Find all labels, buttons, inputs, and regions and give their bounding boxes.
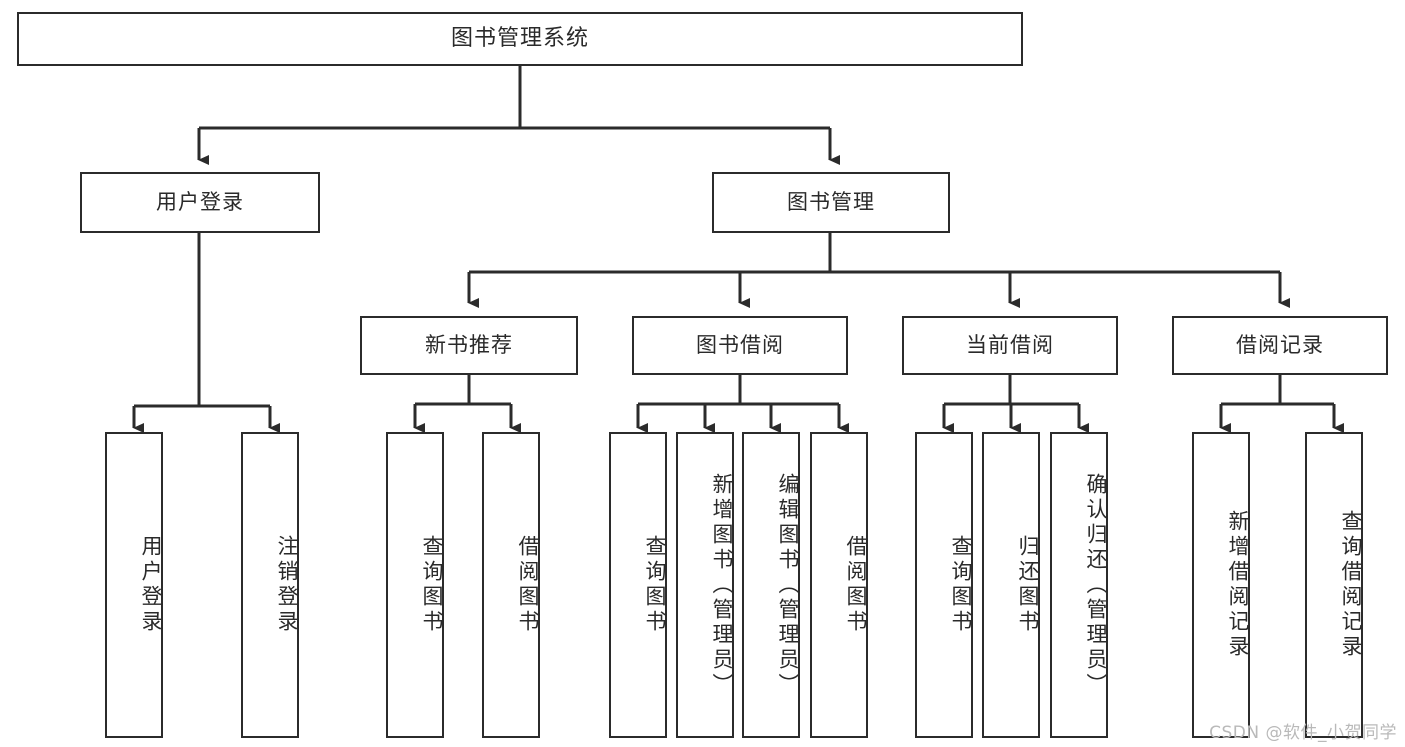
node-label: 图书借阅 [696, 332, 784, 357]
leaf-query-book-current[interactable]: 查询图书 [915, 432, 973, 738]
node-label: 新增图书（管理员） [710, 472, 734, 698]
leaf-borrow-book-newbook[interactable]: 借阅图书 [482, 432, 540, 738]
leaf-confirm-return-admin[interactable]: 确认归还（管理员） [1050, 432, 1108, 738]
leaf-return-book[interactable]: 归还图书 [982, 432, 1040, 738]
node-borrow-records[interactable]: 借阅记录 [1172, 316, 1388, 375]
node-label: 图书管理系统 [450, 25, 589, 51]
node-root-system[interactable]: 图书管理系统 [17, 12, 1023, 66]
node-label: 查询借阅记录 [1339, 510, 1363, 660]
node-book-borrow[interactable]: 图书借阅 [632, 316, 848, 375]
node-current-borrow[interactable]: 当前借阅 [902, 316, 1118, 375]
node-label: 确认归还（管理员） [1084, 472, 1108, 698]
leaf-query-book-newbook[interactable]: 查询图书 [386, 432, 444, 738]
node-label: 借阅图书 [844, 535, 868, 635]
node-new-book-recommend[interactable]: 新书推荐 [360, 316, 578, 375]
node-label: 注销登录 [275, 535, 299, 635]
node-label: 新增借阅记录 [1226, 510, 1250, 660]
leaf-edit-book-admin[interactable]: 编辑图书（管理员） [742, 432, 800, 738]
node-book-management[interactable]: 图书管理 [712, 172, 950, 233]
leaf-borrow-book[interactable]: 借阅图书 [810, 432, 868, 738]
node-label: 借阅图书 [516, 535, 540, 635]
node-user-login[interactable]: 用户登录 [80, 172, 320, 233]
node-label: 归还图书 [1016, 535, 1040, 635]
leaf-add-borrow-record[interactable]: 新增借阅记录 [1192, 432, 1250, 738]
node-label: 编辑图书（管理员） [776, 472, 800, 698]
node-label: 当前借阅 [966, 332, 1054, 357]
node-label: 借阅记录 [1236, 332, 1324, 357]
leaf-logout-login[interactable]: 注销登录 [241, 432, 299, 738]
node-label: 查询图书 [949, 535, 973, 635]
node-label: 新书推荐 [425, 332, 513, 357]
csdn-watermark: CSDN @软件_小贺同学 [1209, 723, 1397, 743]
leaf-user-login[interactable]: 用户登录 [105, 432, 163, 738]
node-label: 用户登录 [156, 189, 244, 214]
leaf-query-borrow-record[interactable]: 查询借阅记录 [1305, 432, 1363, 738]
leaf-query-book-borrow[interactable]: 查询图书 [609, 432, 667, 738]
leaf-add-book-admin[interactable]: 新增图书（管理员） [676, 432, 734, 738]
node-label: 用户登录 [139, 535, 163, 635]
node-label: 查询图书 [643, 535, 667, 635]
node-label: 图书管理 [787, 189, 875, 214]
node-label: 查询图书 [420, 535, 444, 635]
